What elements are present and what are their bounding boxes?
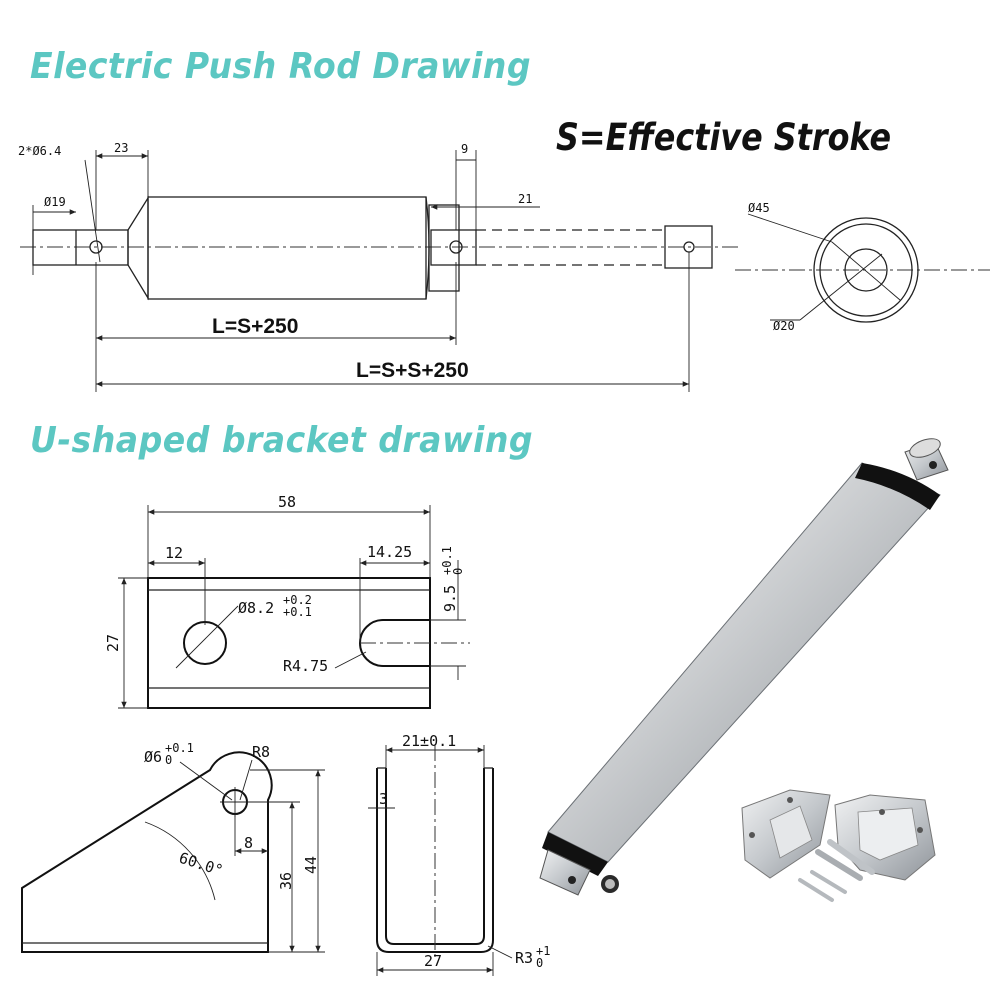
extended-rod-end: [664, 225, 713, 269]
dim-12-label: 12: [165, 544, 183, 562]
hole-dia-label: Ø8.2: [238, 599, 274, 617]
length-retracted-label: L=S+250: [212, 315, 298, 338]
bracket-product-image: [741, 789, 936, 902]
length-extended-label: L=S+S+250: [356, 359, 469, 382]
wall-thickness-label: 3: [379, 790, 388, 808]
dim-36-label: 36: [277, 872, 295, 890]
bracket-end-view: 21±0.1 3 27 R3 +1 0: [368, 732, 550, 976]
front-mount-hole: [449, 240, 463, 254]
hole-tol-upper: +0.2: [283, 593, 312, 607]
bend-tol-upper: +1: [536, 944, 550, 958]
rod-circle: [844, 248, 888, 292]
inner-width-label: 21±0.1: [402, 732, 456, 750]
actuator-product-image: [539, 438, 949, 896]
dim-9-label: 9: [461, 142, 468, 156]
dim-27-label: 27: [104, 634, 122, 652]
side-hole-dia-label: Ø6: [144, 748, 162, 766]
slot-depth-label: 9.5: [441, 585, 459, 612]
dim-dia-20-label: Ø20: [773, 319, 795, 333]
push-rod-side-view: 2*Ø6.4 23 Ø19 9 21 L=S+250: [18, 141, 740, 392]
stroke-note: S=Effective Stroke: [556, 116, 892, 159]
dim-44-label: 44: [302, 856, 320, 874]
outer-width-label: 27: [424, 952, 442, 970]
dim-58-label: 58: [278, 493, 296, 511]
bracket-side-view: Ø6 +0.1 0 R8 8 60.0° 36 44: [21, 741, 325, 953]
bracket-drawing-title: U-shaped bracket drawing: [30, 420, 534, 461]
rear-mount-hole: [89, 240, 103, 254]
hole-tol-lower: +0.1: [283, 605, 312, 619]
front-clevis: [430, 229, 477, 266]
dim-8-label: 8: [244, 834, 253, 852]
hole-count-label: 2*Ø6.4: [18, 144, 61, 158]
slot-radius-label: R4.75: [283, 657, 328, 675]
dim-14-25-label: 14.25: [367, 543, 412, 561]
u-channel-outer: [376, 768, 494, 953]
slot-tol-upper: +0.1: [440, 546, 454, 575]
slot-tol-lower: 0: [451, 568, 465, 575]
dim-23-label: 23: [114, 141, 128, 155]
mount-hole: [183, 621, 227, 665]
rod-drawing-title: Electric Push Rod Drawing: [30, 46, 532, 87]
corner-radius-label: R8: [252, 743, 270, 761]
dim-dia-19-label: Ø19: [44, 195, 66, 209]
dim-21-label: 21: [518, 192, 532, 206]
side-plate-outline: [21, 751, 273, 953]
bend-radius-label: R3: [515, 949, 533, 967]
side-hole-tol-lower: 0: [165, 753, 172, 767]
dim-dia-45-label: Ø45: [748, 201, 770, 215]
bend-tol-lower: 0: [536, 956, 543, 970]
angle-label: 60.0°: [177, 849, 226, 880]
body-circle: [813, 217, 919, 323]
push-rod-end-view: Ø45 Ø20: [735, 201, 990, 333]
bracket-top-view: 58 12 14.25 27 Ø8.2 +0.2 +0.1 R4.75: [104, 493, 470, 709]
rod-body: [147, 196, 427, 300]
side-hole-tol-upper: +0.1: [165, 741, 194, 755]
